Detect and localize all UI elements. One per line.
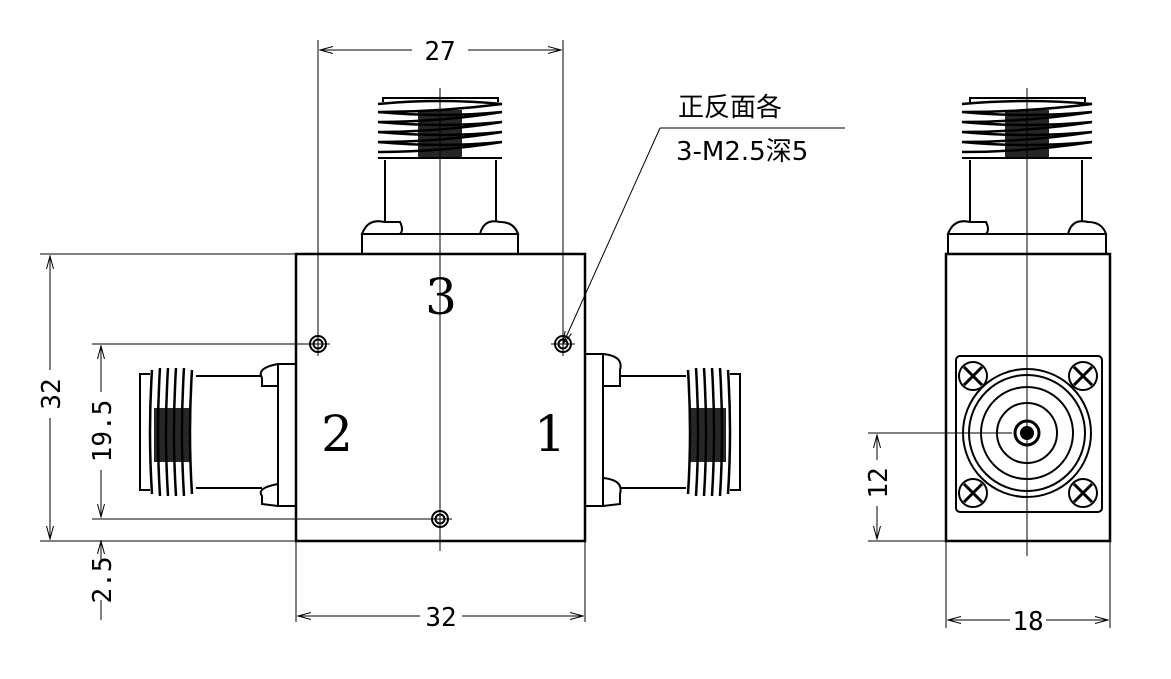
- port-2-label: 2: [321, 405, 353, 463]
- left-connector: [139, 363, 297, 507]
- top-connector-threads: [377, 99, 503, 154]
- front-dimensions: [40, 40, 845, 622]
- side-screws: [958, 361, 1098, 508]
- dim-body-height: 32: [37, 378, 67, 409]
- dim-body-width: 32: [425, 603, 456, 633]
- dim-hole-spacing: 19.5: [88, 400, 118, 463]
- note-line-2: 3-M2.5深5: [676, 137, 808, 167]
- port-3-label: 3: [425, 268, 457, 326]
- note-line-1: 正反面各: [678, 93, 782, 123]
- side-body: [944, 252, 1112, 543]
- dim-side-width: 18: [1012, 607, 1043, 637]
- side-view: [944, 88, 1112, 556]
- side-dimensions: [868, 432, 1111, 628]
- port-1-label: 1: [534, 405, 566, 463]
- dim-hole-offset: 2.5: [88, 557, 118, 604]
- dim-top-width: 27: [424, 37, 455, 67]
- right-connector: [584, 353, 741, 507]
- dim-side-height: 12: [864, 467, 894, 498]
